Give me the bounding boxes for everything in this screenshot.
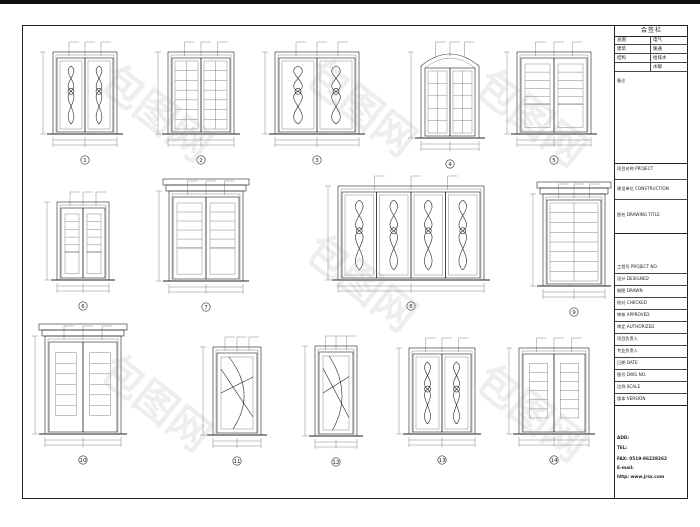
sign-cell: 结构 xyxy=(615,54,651,63)
door-elevation: 4 xyxy=(408,41,485,169)
door-elevation: 2 xyxy=(155,41,240,165)
door-elevation: 9 xyxy=(530,181,612,317)
door-number-circle xyxy=(78,455,88,465)
door-number-circle xyxy=(78,301,88,311)
door-elevation: 12 xyxy=(302,335,363,467)
door-number-circle xyxy=(80,155,90,165)
door-number-circle xyxy=(406,301,416,311)
sign-cell: 建筑 xyxy=(615,45,651,54)
door-elevation: 3 xyxy=(262,41,365,165)
sign-grid: 总图 电气 建筑 暖通 结构 给排水 水暖 xyxy=(615,36,688,74)
tb-row: 制图 DRAWN xyxy=(615,288,688,298)
tb-row: 审核 APPROVED xyxy=(615,312,688,322)
door-elevation: 5 xyxy=(504,41,597,165)
client-name: 建设单位 CONSTRUCTION xyxy=(615,186,688,200)
tb-row: 审定 AUTHORIZED xyxy=(615,324,688,334)
door-elevation: 6 xyxy=(44,191,115,311)
title-block: 会签栏 总图 电气 建筑 暖通 结构 给排水 水暖 备注 项目名称 PROJEC… xyxy=(614,26,688,498)
door-elevation: 11 xyxy=(200,336,267,466)
door-number: 6 xyxy=(81,304,85,310)
tb-row: 比例 SCALE xyxy=(615,384,688,394)
door-number-circle xyxy=(569,307,579,317)
tb-row: 项目负责人 xyxy=(615,336,688,346)
door-number: 5 xyxy=(552,158,556,164)
sign-cell: 水暖 xyxy=(651,63,688,72)
tb-row: 图号 DWG NO. xyxy=(615,372,688,382)
door-number-circle xyxy=(232,456,242,466)
door-elevation: 7 xyxy=(156,178,250,312)
door-number-circle xyxy=(437,455,447,465)
door-number-circle xyxy=(312,155,322,165)
door-number-circle xyxy=(196,155,206,165)
door-number-circle xyxy=(549,155,559,165)
door-number-circle xyxy=(201,302,211,312)
tb-row: 设计 DESIGNED xyxy=(615,276,688,286)
tb-row: 工程号 PROJECT NO. xyxy=(615,264,688,274)
sign-cell: 电气 xyxy=(651,36,688,45)
door-elevation: 10 xyxy=(32,323,128,465)
contact-phone: TEL: xyxy=(617,446,628,451)
door-number: 1 xyxy=(83,158,87,164)
door-number: 10 xyxy=(80,458,87,464)
sign-header: 会签栏 xyxy=(615,26,688,37)
tb-row: 校对 CHECKED xyxy=(615,300,688,310)
contact-fax: FAX: 0519-86228262 xyxy=(617,457,667,462)
door-number: 14 xyxy=(551,458,558,464)
sign-cell xyxy=(615,63,651,72)
door-elevation: 13 xyxy=(396,337,481,465)
door-elevation: 8 xyxy=(325,175,490,311)
sign-cell: 给排水 xyxy=(651,54,688,63)
remark-label: 备注 xyxy=(615,78,688,164)
door-number: 9 xyxy=(572,310,576,316)
top-bar xyxy=(0,0,700,4)
tb-row: 日期 DATE xyxy=(615,360,688,370)
door-number-circle xyxy=(445,159,455,169)
tb-row: 专业负责人 xyxy=(615,348,688,358)
project-name: 项目名称 PROJECT xyxy=(615,166,688,180)
door-number-circle xyxy=(549,455,559,465)
sign-cell: 暖通 xyxy=(651,45,688,54)
door-number: 3 xyxy=(315,158,319,164)
door-number: 11 xyxy=(234,459,241,465)
door-number: 13 xyxy=(439,458,446,464)
sign-cell: 总图 xyxy=(615,36,651,45)
drawing-title: 图名 DRAWING TITLE xyxy=(615,212,688,234)
contact-address: ADD: xyxy=(617,436,630,441)
door-number: 2 xyxy=(199,158,203,164)
tb-row: 版本 VERSION xyxy=(615,396,688,406)
door-number: 4 xyxy=(448,162,452,168)
door-number: 8 xyxy=(409,304,413,310)
contact-website: http: www.jrsx.com xyxy=(617,475,665,480)
door-elevation: 14 xyxy=(506,337,595,465)
door-number: 12 xyxy=(333,460,340,466)
door-number-circle xyxy=(331,457,341,467)
contact-email: E-mail: xyxy=(617,466,634,471)
door-elevation: 1 xyxy=(40,41,123,165)
door-number: 7 xyxy=(204,305,208,311)
